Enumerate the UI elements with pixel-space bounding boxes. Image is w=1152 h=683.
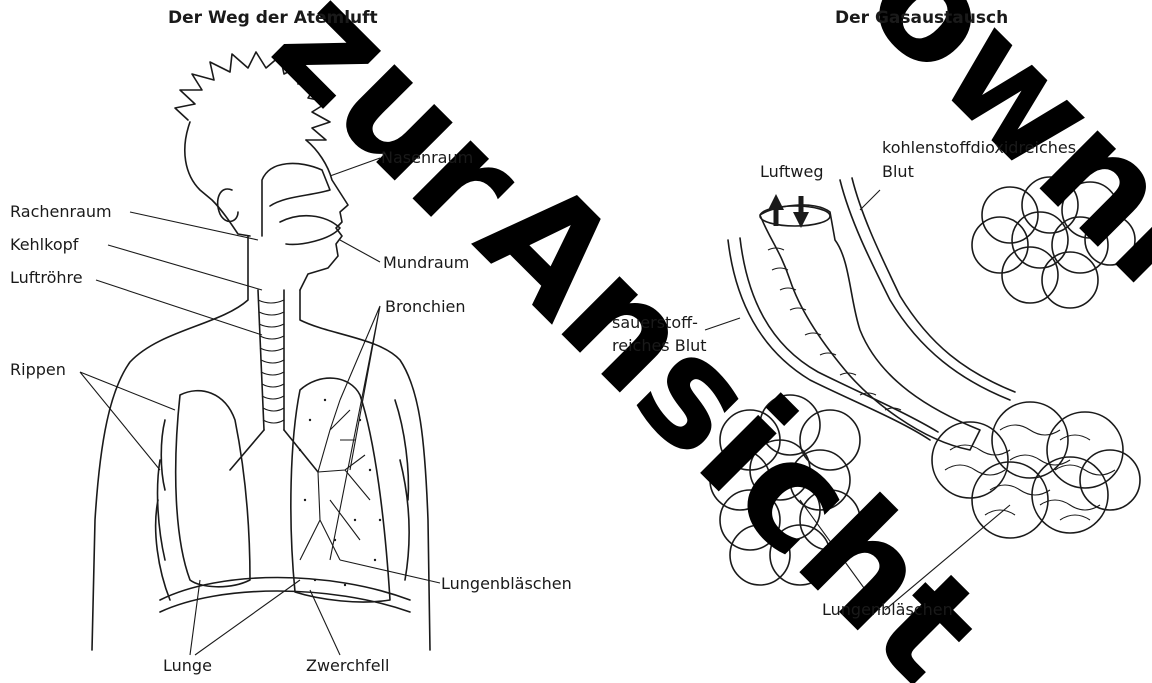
- label-lungenblaeschen-right: Lungenbläschen: [822, 600, 953, 619]
- capillary-cluster: [932, 402, 1140, 538]
- label-sauerstoff-line1: sauerstoff-: [612, 313, 698, 332]
- left-leader-lines: [80, 158, 440, 655]
- ribs: [156, 400, 409, 600]
- label-kohlenstoff-line2: Blut: [882, 162, 914, 181]
- nasal-cavity: [262, 163, 330, 236]
- label-sauerstoff-line2: reiches Blut: [612, 336, 707, 355]
- neck-left: [92, 236, 248, 650]
- label-rachenraum: Rachenraum: [10, 202, 112, 221]
- label-nasenraum: Nasenraum: [381, 148, 473, 167]
- label-lunge: Lunge: [163, 656, 212, 675]
- arrow-up-icon: [768, 194, 784, 210]
- mouth-cavity: [280, 216, 340, 245]
- label-bronchien: Bronchien: [385, 297, 466, 316]
- label-luftweg: Luftweg: [760, 162, 823, 181]
- label-lungenblaeschen-left: Lungenbläschen: [441, 574, 572, 593]
- capillary-net: [945, 425, 1115, 520]
- label-mundraum: Mundraum: [383, 253, 469, 272]
- title-left: Der Weg der Atemluft: [168, 8, 378, 28]
- label-kohlenstoff-line1: kohlenstoffdioxidreiches: [882, 138, 1076, 157]
- label-kehlkopf: Kehlkopf: [10, 235, 78, 254]
- vessel-co2: [840, 180, 1010, 400]
- label-luftroehre: Luftröhre: [10, 268, 83, 287]
- label-zwerchfell: Zwerchfell: [306, 656, 389, 675]
- ear: [218, 189, 238, 221]
- title-right: Der Gasaustausch: [835, 8, 1008, 28]
- label-rippen: Rippen: [10, 360, 66, 379]
- neck-right: [300, 290, 430, 650]
- lung-left: [176, 391, 250, 587]
- head-outline: [185, 122, 250, 236]
